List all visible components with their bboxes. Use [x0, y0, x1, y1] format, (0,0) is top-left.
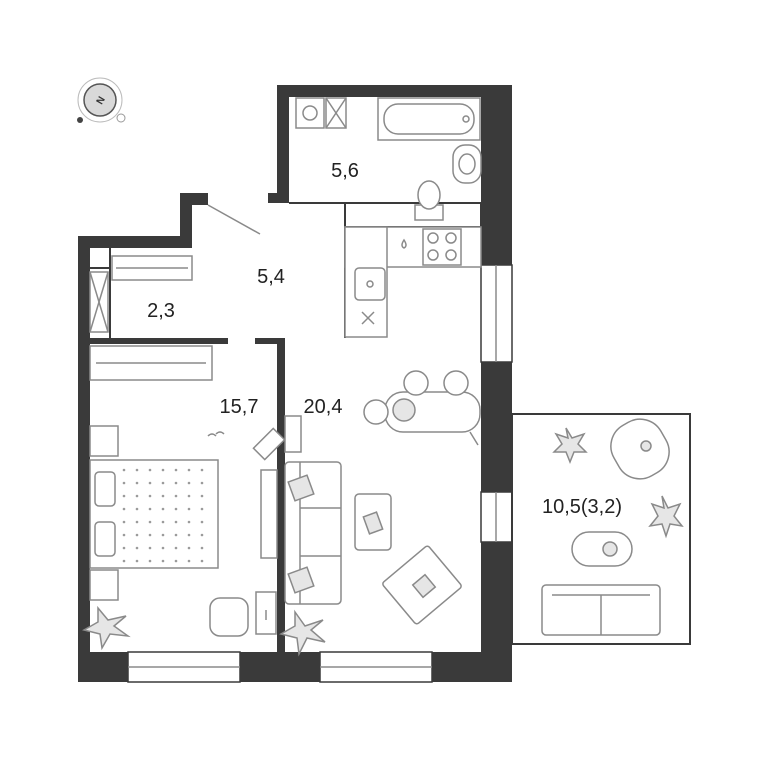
bed-pattern-dot — [187, 559, 191, 563]
bathroom-fixtures — [295, 97, 482, 221]
bathroom-area-label: 5,6 — [331, 160, 359, 182]
living-furniture — [252, 415, 462, 657]
nightstand-icon — [89, 425, 119, 457]
bed-pattern-dot — [187, 468, 191, 472]
bed-pattern-dot — [200, 520, 204, 524]
bed-pattern-dot — [174, 520, 178, 524]
bed-pattern-dot — [161, 520, 165, 524]
bed-pattern-dot — [122, 507, 126, 511]
bed-pattern-dot — [200, 507, 204, 511]
bedroom-plant-icon — [82, 605, 131, 651]
bed-pattern-dot — [135, 468, 139, 472]
side-table-icon — [571, 531, 633, 567]
loggia-furniture — [541, 418, 684, 636]
chair-icon — [209, 597, 249, 637]
living-area-label: 20,4 — [304, 396, 343, 418]
dining-table — [363, 370, 481, 446]
bed-pattern-dot — [148, 507, 152, 511]
bed-pattern-dot — [161, 533, 165, 537]
tv-stand-icon — [260, 469, 278, 559]
sink-icon — [302, 105, 318, 121]
bed-pattern-dot — [161, 468, 165, 472]
bed-pattern-dot — [161, 507, 165, 511]
bed-pattern-dot — [200, 494, 204, 498]
bed-pattern-dot — [200, 468, 204, 472]
bed-pattern-dot — [148, 494, 152, 498]
bedroom-area-label: 15,7 — [220, 396, 259, 418]
bed-pattern-dot — [135, 481, 139, 485]
bed-pattern-dot — [174, 559, 178, 563]
walls — [78, 85, 691, 683]
bed-pattern-dot — [148, 559, 152, 563]
bed-pattern-dot — [187, 494, 191, 498]
loggia-area-label: 10,5(3,2) — [542, 496, 622, 518]
bed-pattern-dot — [122, 494, 126, 498]
bed-pattern-dot — [187, 520, 191, 524]
bed-pattern-dot — [200, 533, 204, 537]
hallway-area-label: 5,4 — [257, 266, 285, 288]
bed-pattern-dot — [122, 546, 126, 550]
bed-pattern-dot — [161, 481, 165, 485]
entrance-door — [207, 204, 261, 235]
bed-pattern-dot — [135, 559, 139, 563]
bed-pattern-dot — [135, 533, 139, 537]
bedroom-furniture — [82, 255, 277, 651]
bed-pattern-dot — [174, 494, 178, 498]
bed-pattern-dot — [174, 546, 178, 550]
bed-pattern-dot — [122, 468, 126, 472]
bed-pattern-dot — [122, 520, 126, 524]
bed-pattern-dot — [148, 468, 152, 472]
bed-pattern-dot — [135, 546, 139, 550]
bed-pattern-dot — [122, 533, 126, 537]
bed-pattern-dot — [200, 546, 204, 550]
kitchen-fixtures — [344, 226, 482, 338]
compass-icon: N — [77, 77, 126, 123]
bed-pattern-dot — [200, 559, 204, 563]
tap-icon — [401, 238, 407, 249]
bed-pattern-dot — [174, 533, 178, 537]
bed-pattern-dot — [148, 546, 152, 550]
bed-pattern-dot — [135, 507, 139, 511]
lounge-chair-icon — [610, 418, 670, 480]
bed-pattern-dot — [174, 507, 178, 511]
plant-icon — [279, 609, 326, 657]
slippers-icon — [207, 431, 225, 437]
bed-pattern-dot — [148, 533, 152, 537]
bed-pattern-dot — [122, 559, 126, 563]
closet-area-label: 2,3 — [147, 300, 175, 322]
bed-pattern-dot — [187, 481, 191, 485]
toilet-icon — [417, 180, 441, 210]
compass-letter: N — [95, 95, 108, 107]
bed-pattern-dot — [135, 494, 139, 498]
bed-pattern-dot — [187, 546, 191, 550]
loggia-plant-2-icon — [648, 495, 684, 539]
bed-pattern-dot — [148, 481, 152, 485]
bed-pattern-dot — [148, 520, 152, 524]
bed-pattern-dot — [122, 481, 126, 485]
bed-pattern-dot — [187, 507, 191, 511]
bed-pattern-dot — [187, 533, 191, 537]
bed-pattern-dot — [161, 559, 165, 563]
bed-pattern-dot — [174, 481, 178, 485]
bed-pattern-dot — [161, 546, 165, 550]
bed-pattern-dot — [161, 494, 165, 498]
loggia-plant-icon — [552, 427, 588, 465]
bed-pattern-dot — [135, 520, 139, 524]
bed-pattern-dot — [200, 481, 204, 485]
bed-pattern-dot — [174, 468, 178, 472]
